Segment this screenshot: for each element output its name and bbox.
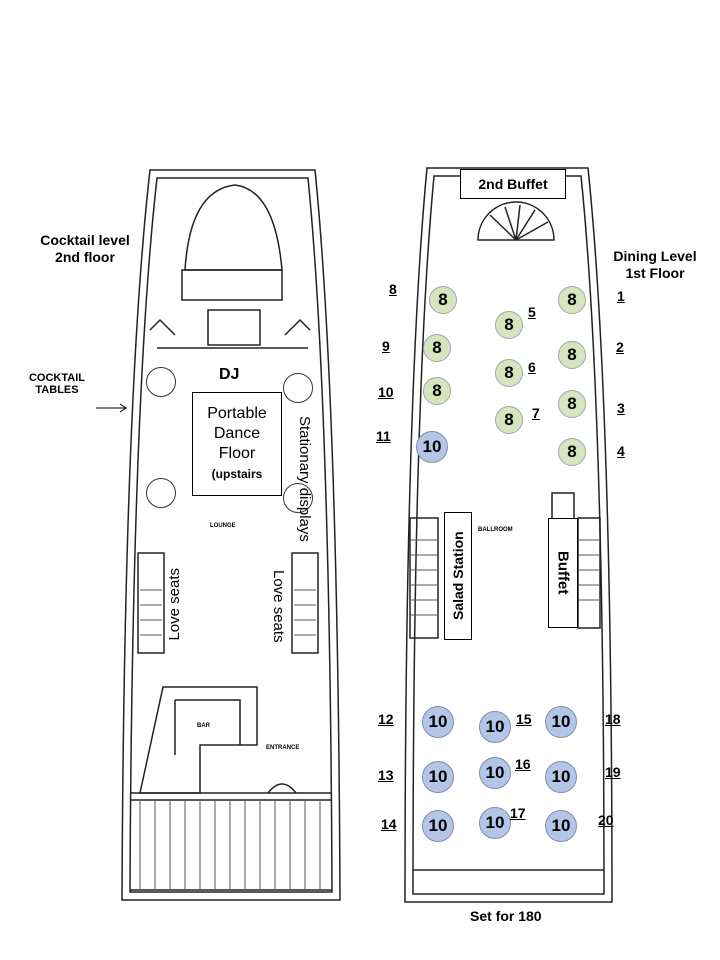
table-number: 19	[605, 764, 621, 780]
table-number: 2	[616, 339, 624, 355]
cocktail-table[interactable]	[146, 478, 176, 508]
entrance-label: ENTRANCE	[266, 745, 300, 751]
cocktail-table[interactable]	[146, 367, 176, 397]
title-line: 2nd floor	[55, 249, 115, 265]
table-number: 16	[515, 756, 531, 772]
stationary-displays-label: Stationary displays	[296, 416, 313, 542]
cocktail-table[interactable]	[283, 373, 313, 403]
table-3[interactable]: 8	[558, 390, 586, 418]
table-7[interactable]: 8	[495, 406, 523, 434]
table-number: 13	[378, 767, 394, 783]
set-for-label: Set for 180	[470, 908, 542, 924]
dance-floor-line: Dance	[213, 425, 261, 442]
table-number: 7	[532, 405, 540, 421]
dance-floor-line: (upstairs	[211, 467, 263, 481]
table-8[interactable]: 8	[429, 286, 457, 314]
table-number: 4	[617, 443, 625, 459]
buffet: Buffet	[548, 518, 578, 628]
love-seats-left-label: Love seats	[166, 568, 183, 641]
table-number: 11	[376, 428, 391, 444]
title-line: Cocktail level	[40, 232, 130, 248]
table-number: 1	[617, 288, 625, 304]
second-buffet: 2nd Buffet	[460, 169, 566, 199]
table-16[interactable]: 10	[479, 757, 511, 789]
table-number: 10	[378, 384, 394, 400]
table-18[interactable]: 10	[545, 706, 577, 738]
cocktail-level-title: Cocktail level 2nd floor	[30, 232, 140, 266]
dj-label: DJ	[219, 366, 240, 383]
table-number: 12	[378, 711, 394, 727]
table-number: 9	[382, 338, 390, 354]
cocktail-table[interactable]	[283, 483, 313, 513]
dining-level-title: Dining Level 1st Floor	[600, 248, 710, 282]
dance-floor: Portable Dance Floor (upstairs	[192, 392, 282, 496]
salad-station: Salad Station	[444, 512, 472, 640]
table-number: 5	[528, 304, 536, 320]
table-number: 6	[528, 359, 536, 375]
table-number: 3	[617, 400, 625, 416]
cocktail-level-hull	[121, 169, 341, 901]
table-6[interactable]: 8	[495, 359, 523, 387]
table-number: 8	[389, 281, 397, 297]
second-buffet-label: 2nd Buffet	[478, 176, 548, 192]
title-line: 1st Floor	[625, 265, 685, 281]
table-5[interactable]: 8	[495, 311, 523, 339]
table-number: 20	[598, 812, 614, 828]
cocktail-tables-label: COCKTAIL TABLES	[22, 372, 92, 396]
table-number: 17	[510, 805, 526, 821]
deck-planking	[139, 800, 321, 890]
stairs	[140, 539, 600, 636]
table-9[interactable]: 8	[423, 334, 451, 362]
label-line: TABLES	[35, 384, 79, 396]
table-number: 14	[381, 816, 397, 832]
table-20[interactable]: 10	[545, 810, 577, 842]
table-14[interactable]: 10	[422, 810, 454, 842]
table-19[interactable]: 10	[545, 761, 577, 793]
table-17[interactable]: 10	[479, 807, 511, 839]
table-4[interactable]: 8	[558, 438, 586, 466]
table-11[interactable]: 10	[416, 431, 448, 463]
dance-floor-line: Portable	[207, 405, 267, 422]
bar-label: BAR	[197, 723, 210, 729]
lounge-label: LOUNGE	[210, 523, 236, 529]
salad-station-label: Salad Station	[450, 531, 466, 621]
label-line: COCKTAIL	[28, 372, 85, 384]
table-number: 18	[605, 711, 621, 727]
love-seats-right-label: Love seats	[270, 570, 287, 643]
buffet-label: Buffet	[554, 551, 572, 595]
table-10[interactable]: 8	[423, 377, 451, 405]
table-12[interactable]: 10	[422, 706, 454, 738]
dining-level-hull	[404, 167, 613, 903]
table-2[interactable]: 8	[558, 341, 586, 369]
title-line: Dining Level	[613, 248, 697, 264]
table-15[interactable]: 10	[479, 711, 511, 743]
table-1[interactable]: 8	[558, 286, 586, 314]
table-number: 15	[516, 711, 532, 727]
dance-floor-line: Floor	[218, 445, 256, 462]
ballroom-label: BALLROOM	[478, 527, 513, 533]
table-13[interactable]: 10	[422, 761, 454, 793]
cocktail-tables-arrow	[96, 403, 127, 413]
